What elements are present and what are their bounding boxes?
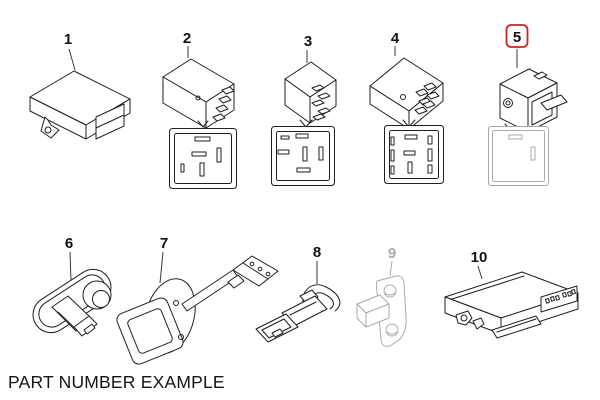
part-4-label[interactable]: 4 <box>391 30 400 47</box>
diagram-caption: PART NUMBER EXAMPLE <box>8 372 225 392</box>
part-10-label[interactable]: 10 <box>471 249 488 266</box>
part-10-leader-line <box>477 265 483 280</box>
relay-housing-with-socket-icon[interactable] <box>488 68 568 186</box>
part-8-label[interactable]: 8 <box>313 244 321 261</box>
mounting-bracket-icon[interactable] <box>356 275 407 347</box>
part-8-callout[interactable]: 8 <box>313 244 321 261</box>
part-6-label[interactable]: 6 <box>65 235 73 252</box>
part-1-callout[interactable]: 1 <box>64 31 72 48</box>
part-6-callout[interactable]: 6 <box>65 235 73 252</box>
relay-with-socket-icon[interactable] <box>162 58 237 189</box>
part-7-label[interactable]: 7 <box>160 235 168 252</box>
jumper-plug-with-wire-loop-icon[interactable] <box>255 284 341 343</box>
part-10-callout[interactable]: 10 <box>471 249 488 266</box>
control-unit-module-icon[interactable] <box>444 271 579 339</box>
part-3-label[interactable]: 3 <box>304 33 312 50</box>
part-6-leader-line <box>69 251 72 282</box>
part-9-label[interactable]: 9 <box>388 245 396 262</box>
part-5-highlight-box <box>505 24 529 48</box>
part-9-callout[interactable]: 9 <box>388 245 396 262</box>
part-9-leader-line <box>389 260 393 277</box>
part-5-label[interactable]: 5 <box>513 29 521 46</box>
part-2-callout[interactable]: 2 <box>183 30 191 47</box>
part-3-callout[interactable]: 3 <box>304 33 312 50</box>
part-7-leader-line <box>159 251 164 284</box>
push-button-switch-icon[interactable] <box>26 262 118 339</box>
part-4-callout[interactable]: 4 <box>391 30 400 47</box>
multi-pin-relay-with-socket-icon[interactable] <box>369 57 444 184</box>
part-5-callout[interactable]: 5 <box>505 24 529 48</box>
part-1-leader-line <box>68 48 76 71</box>
relay-with-socket-icon[interactable] <box>271 61 337 186</box>
steering-column-stalk-switch-icon[interactable] <box>115 255 279 366</box>
part-1-label[interactable]: 1 <box>64 31 72 48</box>
part-7-callout[interactable]: 7 <box>160 235 168 252</box>
control-module-icon[interactable] <box>29 70 131 140</box>
part-2-label[interactable]: 2 <box>183 30 191 47</box>
